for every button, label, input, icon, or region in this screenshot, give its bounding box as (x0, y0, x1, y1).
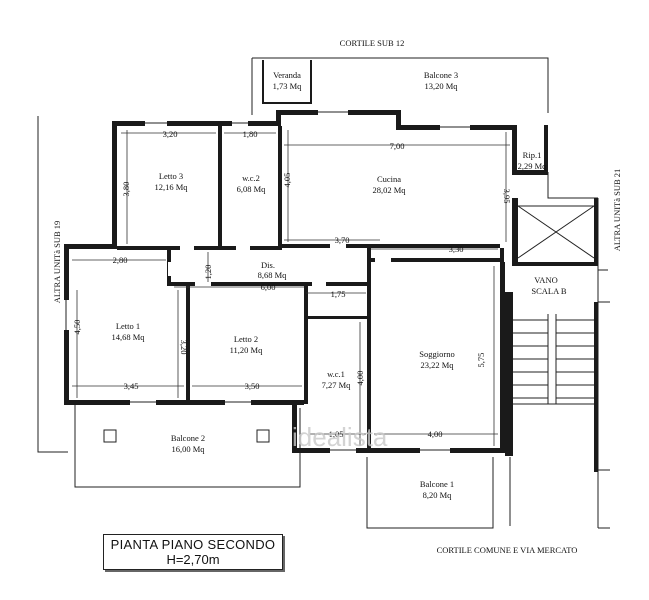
label-left: ALTRA UNITà SUB 19 (52, 221, 62, 304)
dim-label: 4,00 (428, 429, 443, 439)
room-balcone2-area: 16,00 Mq (171, 444, 205, 454)
dim-label: 3,50 (245, 381, 260, 391)
outer-contours (37, 57, 610, 529)
room-letto3-area: 12,16 Mq (154, 182, 188, 192)
stair-steps (513, 314, 594, 405)
room-soggiorno-name: Soggiorno (419, 349, 454, 359)
dim-label: 3,70 (335, 235, 350, 245)
room-cucina-area: 28,02 Mq (372, 185, 406, 195)
room-dis-name: Dis. (261, 260, 275, 270)
dim-label: 2,80 (113, 255, 128, 265)
dim-label: 3,30 (449, 244, 464, 254)
surroundings-labels: CORTILE SUB 12 ALTRA UNITà SUB 19 ALTRA … (52, 38, 622, 555)
room-wc1-name: w.c.1 (327, 369, 345, 379)
room-letto1-area: 14,68 Mq (111, 332, 145, 342)
dimension-lines (72, 130, 510, 446)
dim-label: 3,95 (502, 189, 512, 204)
dim-label: 4,05 (282, 173, 292, 188)
dim-label: 6,00 (261, 282, 276, 292)
title-box: PIANTA PIANO SECONDO H=2,70m (103, 534, 283, 570)
room-dis-area: 8,68 Mq (258, 270, 288, 280)
walls (64, 60, 598, 472)
room-balcone1-name: Balcone 1 (420, 479, 454, 489)
label-bottom: CORTILE COMUNE E VIA MERCATO (437, 545, 578, 555)
dim-label: 1,75 (331, 289, 346, 299)
vano-line1: VANO (534, 275, 557, 285)
room-balcone1-area: 8,20 Mq (423, 490, 453, 500)
dim-label: 3,45 (124, 381, 139, 391)
title-line2: H=2,70m (166, 552, 220, 567)
label-top: CORTILE SUB 12 (340, 38, 405, 48)
balcony-posts (103, 429, 270, 443)
dim-label: 4,00 (355, 371, 365, 386)
room-wc2-name: w.c.2 (242, 173, 260, 183)
room-veranda-name: Veranda (273, 70, 301, 80)
dim-label: 1,80 (243, 129, 258, 139)
room-labels: Veranda 1,73 Mq Balcone 3 13,20 Mq Letto… (111, 70, 566, 500)
label-right: ALTRA UNITà SUB 21 (612, 169, 622, 252)
room-letto1-name: Letto 1 (116, 321, 140, 331)
dim-label: 3,20 (179, 340, 189, 355)
room-letto2-name: Letto 2 (234, 334, 258, 344)
dim-label: 1,05 (329, 429, 344, 439)
room-balcone3-area: 13,20 Mq (424, 81, 458, 91)
room-letto2-area: 11,20 Mq (230, 345, 263, 355)
room-balcone3-name: Balcone 3 (424, 70, 458, 80)
dim-label: 3,20 (163, 129, 178, 139)
room-rip1-name: Rip.1 (523, 150, 542, 160)
room-balcone2-name: Balcone 2 (171, 433, 205, 443)
room-cucina-name: Cucina (377, 174, 401, 184)
room-wc2-area: 6,08 Mq (237, 184, 267, 194)
room-letto3-name: Letto 3 (159, 171, 183, 181)
openings (63, 109, 470, 454)
room-soggiorno-area: 23,22 Mq (420, 360, 454, 370)
dim-label: 7,00 (390, 141, 405, 151)
room-rip1-area: 2,29 Mq (518, 161, 548, 171)
title-line1: PIANTA PIANO SECONDO (110, 537, 276, 552)
room-veranda-area: 1,73 Mq (273, 81, 303, 91)
vano-line2: SCALA B (531, 286, 567, 296)
stairwell (513, 205, 595, 405)
dim-label: 3,80 (121, 182, 131, 197)
watermark: idealista (292, 422, 388, 452)
dim-label: 1,20 (203, 265, 213, 280)
dim-label: 5,75 (476, 353, 486, 368)
dim-label: 4,50 (72, 320, 82, 335)
room-wc1-area: 7,27 Mq (322, 380, 352, 390)
dimension-labels: 3,20 1,80 7,00 3,80 4,05 3,95 3,70 3,30 … (72, 129, 512, 439)
